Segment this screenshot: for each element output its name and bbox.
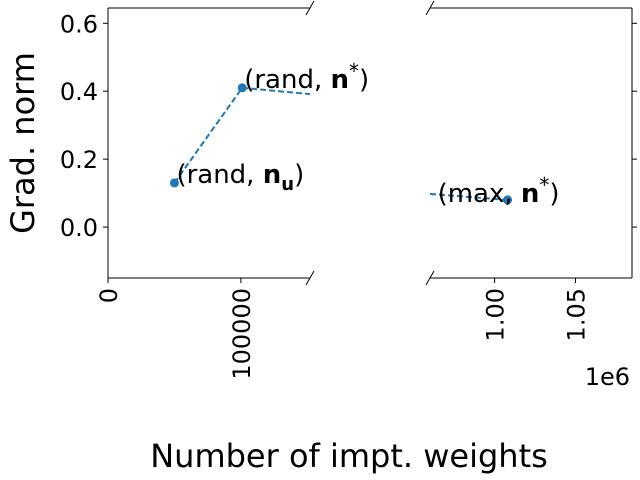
x-tick-label: 1.05 — [562, 288, 590, 341]
left-axes: 0.0 0.2 0.4 0.6 0 100000 — [60, 0, 315, 380]
x-tick-label: 100000 — [228, 288, 256, 380]
y-tick-label: 0.4 — [60, 78, 98, 106]
axis-break-mark — [425, 270, 435, 286]
data-point — [503, 195, 513, 205]
point-annotation: (max, n*) — [438, 173, 560, 209]
axis-break-mark — [425, 0, 435, 16]
data-point — [169, 178, 179, 188]
point-annotation: (rand, nu) — [176, 160, 304, 195]
series-segment-clipped-right — [429, 192, 508, 201]
axis-break-mark — [305, 270, 315, 286]
x-axis-label: Number of impt. weights — [150, 437, 548, 475]
y-tick-label: 0.2 — [60, 146, 98, 174]
point-annotation: (rand, n*) — [244, 59, 369, 95]
labels-layer: Grad. norm Number of impt. weights 1e6 (… — [4, 52, 630, 475]
axis-break-mark — [305, 0, 315, 16]
y-tick-label: 0.0 — [60, 214, 98, 242]
right-axes: 1.00 1.05 — [425, 0, 637, 341]
series-layer — [169, 83, 513, 205]
x-tick-label: 0 — [95, 288, 123, 303]
series-segment — [173, 87, 244, 184]
x-offset-label: 1e6 — [585, 363, 630, 391]
data-point — [237, 83, 247, 93]
y-tick-label: 0.6 — [60, 10, 98, 38]
series-segment-clipped-left — [242, 86, 311, 96]
x-tick-label: 1.00 — [482, 288, 510, 341]
y-axis-label: Grad. norm — [4, 52, 42, 234]
